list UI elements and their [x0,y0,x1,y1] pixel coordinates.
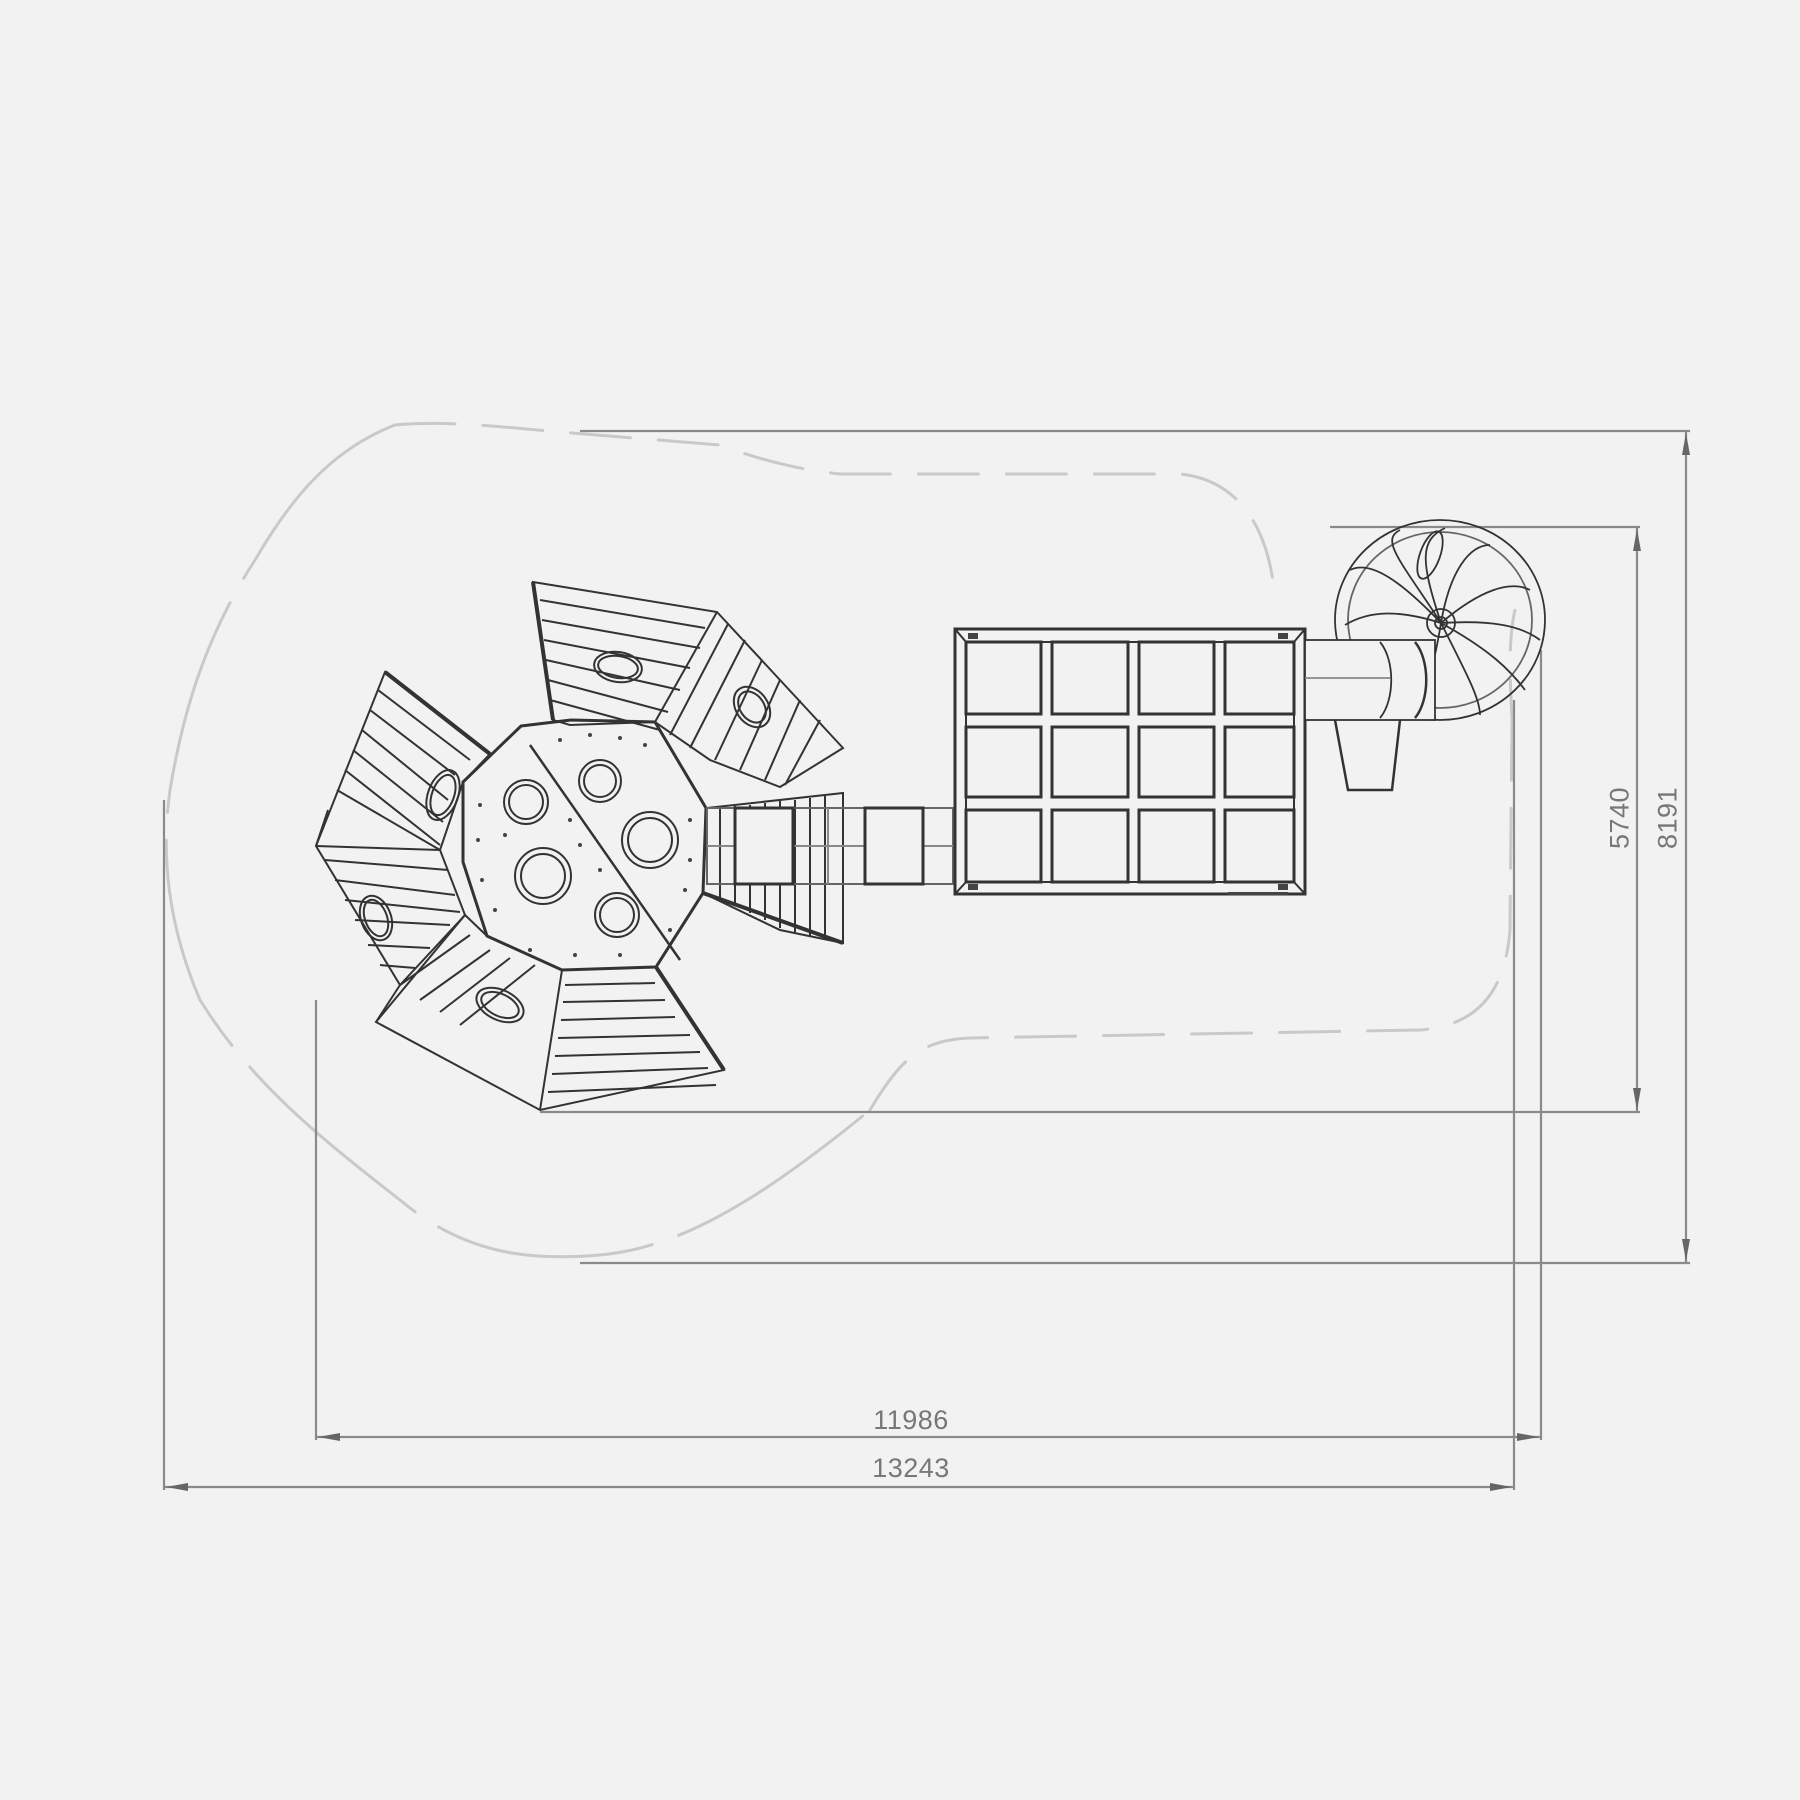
dimension-lines [162,429,1690,1491]
spiral-tube-slide [1304,519,1546,792]
octagon-platform [461,718,708,972]
dimension-label-outer-depth: 8191 [1652,786,1683,850]
dimension-label-inner-depth: 5740 [1604,786,1635,850]
platform-holes [503,759,679,938]
octagon-tower [314,580,845,1112]
roof-panel-top [531,580,845,789]
bridge-connector [706,806,954,886]
safety-zone-outline [164,421,1517,1259]
dimension-label-outer-width: 13243 [872,1453,950,1483]
grid-platform [953,627,1307,896]
platform-bolts [476,733,692,957]
dimension-label-inner-width: 11986 [873,1405,949,1435]
